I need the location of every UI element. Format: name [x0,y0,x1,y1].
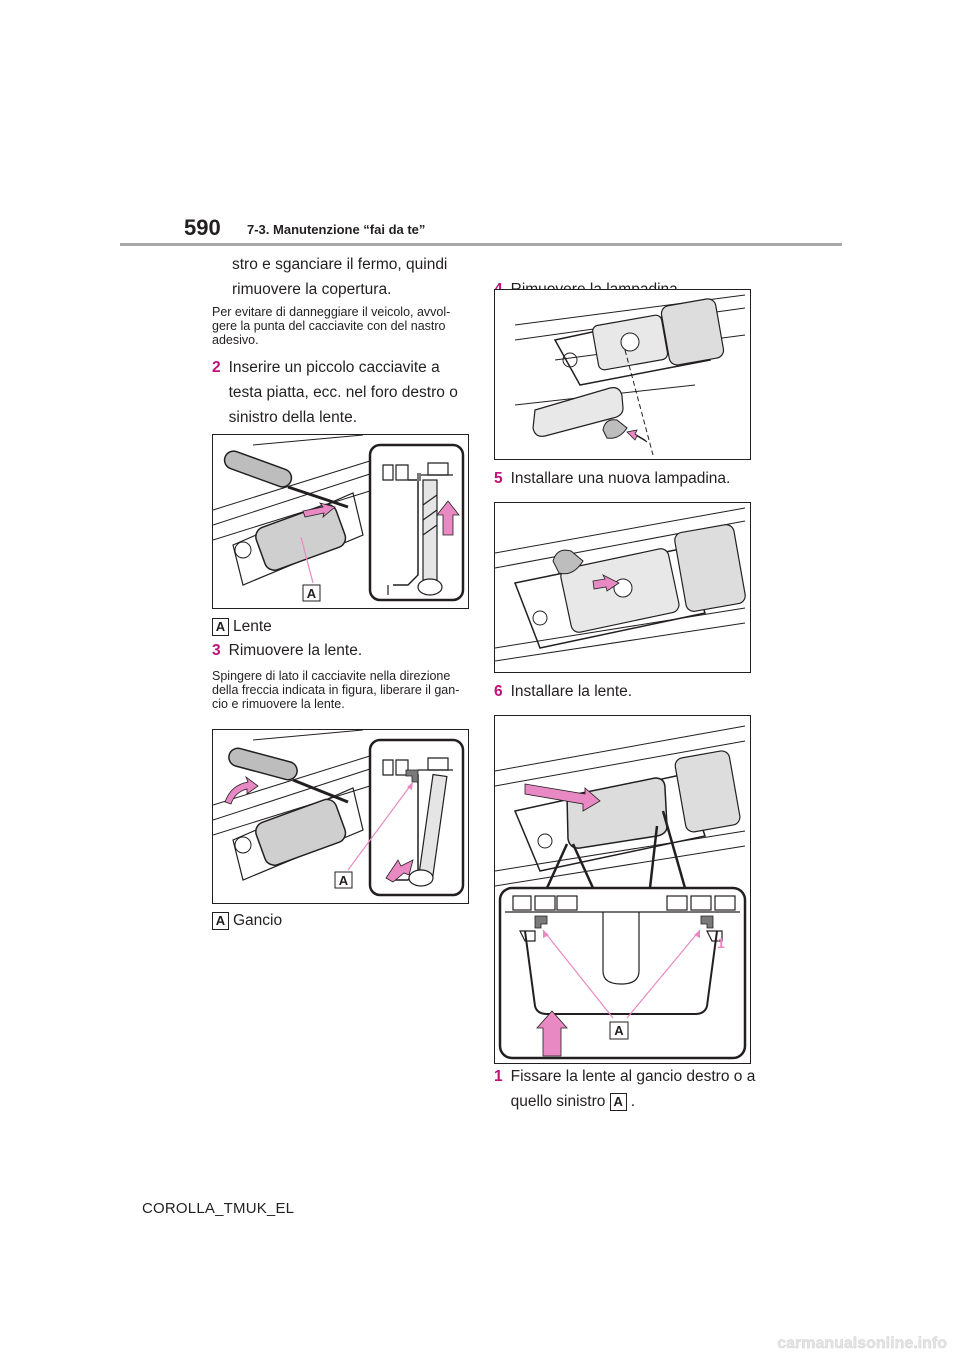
header-rule [120,243,842,246]
step-2-number: 2 [212,359,221,376]
figure-6-callout-1: 1 [717,935,725,951]
document-code: COROLLA_TMUK_EL [142,1200,295,1217]
watermark-text: carmanualsonline.info [777,1335,947,1352]
step-6-number: 6 [494,683,503,700]
substep-1-period: . [630,1093,636,1110]
intro-text: stro e sganciare il fermo, quindi rimuov… [232,252,472,302]
push-side-arrow-icon [385,859,414,883]
figure-remove-bulb [494,289,751,460]
watermark: carmanualsonline.info [728,1332,948,1354]
substep-1-text: Fissare la lente al gancio destro o a qu… [510,1068,756,1110]
figure-lens-screwdriver-drawing: A [213,435,465,602]
figure-remove-bulb-drawing [514,294,746,456]
bulb-icon [552,549,584,575]
step-3-text: Rimuovere la lente. [228,642,363,659]
step-5: 5 Installare una nuova lampadina. [494,466,754,491]
caption-2-label-a: A [212,911,229,930]
step-6: 6 Installare la lente. [494,679,754,704]
slide-in-arrow-icon [524,783,601,812]
rotate-arrow-icon [224,775,259,805]
bulb-icon [602,419,628,439]
figure-6-label-a: A [614,1023,624,1038]
caption-1-label-a: A [212,617,229,636]
note-protect-vehicle: Per evitare di danneggiare il veicolo, a… [212,305,451,347]
figure-install-bulb [494,502,751,673]
note-push-screwdriver: Spingere di lato il cacciavite nella dir… [212,669,460,711]
substep-1-body: Fissare la lente al gancio destro o a qu… [511,1064,756,1114]
pull-out-arrow-icon [626,429,648,443]
step-5-number: 5 [494,470,503,487]
caption-2-text: Gancio [233,912,283,929]
figure-hook-release-drawing: A [213,730,465,897]
step-2: 2 Inserire un piccolo cacciavite a testa… [212,355,470,430]
push-up-arrow-icon [536,1010,568,1057]
figure-2-label-a: A [339,873,349,888]
step-2-text: Inserire un piccolo cacciavite a testa p… [228,359,458,426]
lens-icon [532,387,624,437]
figure-install-lens: A 1 2 [494,715,751,1064]
lens-icon [566,777,668,849]
step-3: 3 Rimuovere la lente. [212,638,470,663]
step-5-text: Installare una nuova lampadina. [510,470,731,487]
insert-arrow-icon [592,574,620,592]
substep-1-label-a: A [609,1092,627,1111]
figure-6-callout-2: 2 [547,1036,555,1052]
figure-lens-screwdriver: A [212,434,469,609]
caption-1-text: Lente [233,618,272,635]
step-3-number: 3 [212,642,221,659]
section-title: 7-3. Manutenzione “fai da te” [247,222,426,237]
figure-hook-release: A [212,729,469,904]
substep-1-number: 1 [494,1068,503,1085]
screwdriver-icon [223,450,349,509]
figure-install-lens-drawing: A 1 2 [495,725,747,1060]
substep-1: 1 Fissare la lente al gancio destro o a … [494,1064,756,1114]
push-up-arrow-icon [436,500,460,536]
intro-line-1: stro e sganciare il fermo, quindi [232,256,448,273]
intro-line-2: rimuovere la copertura. [232,281,392,298]
figure-1-label-a: A [307,586,317,601]
screwdriver-icon [228,747,349,804]
page-number: 590 [184,215,221,240]
step-6-text: Installare la lente. [510,683,633,700]
watermark-drawing: carmanualsonline.info [777,1335,947,1352]
figure-install-bulb-drawing [495,507,746,662]
